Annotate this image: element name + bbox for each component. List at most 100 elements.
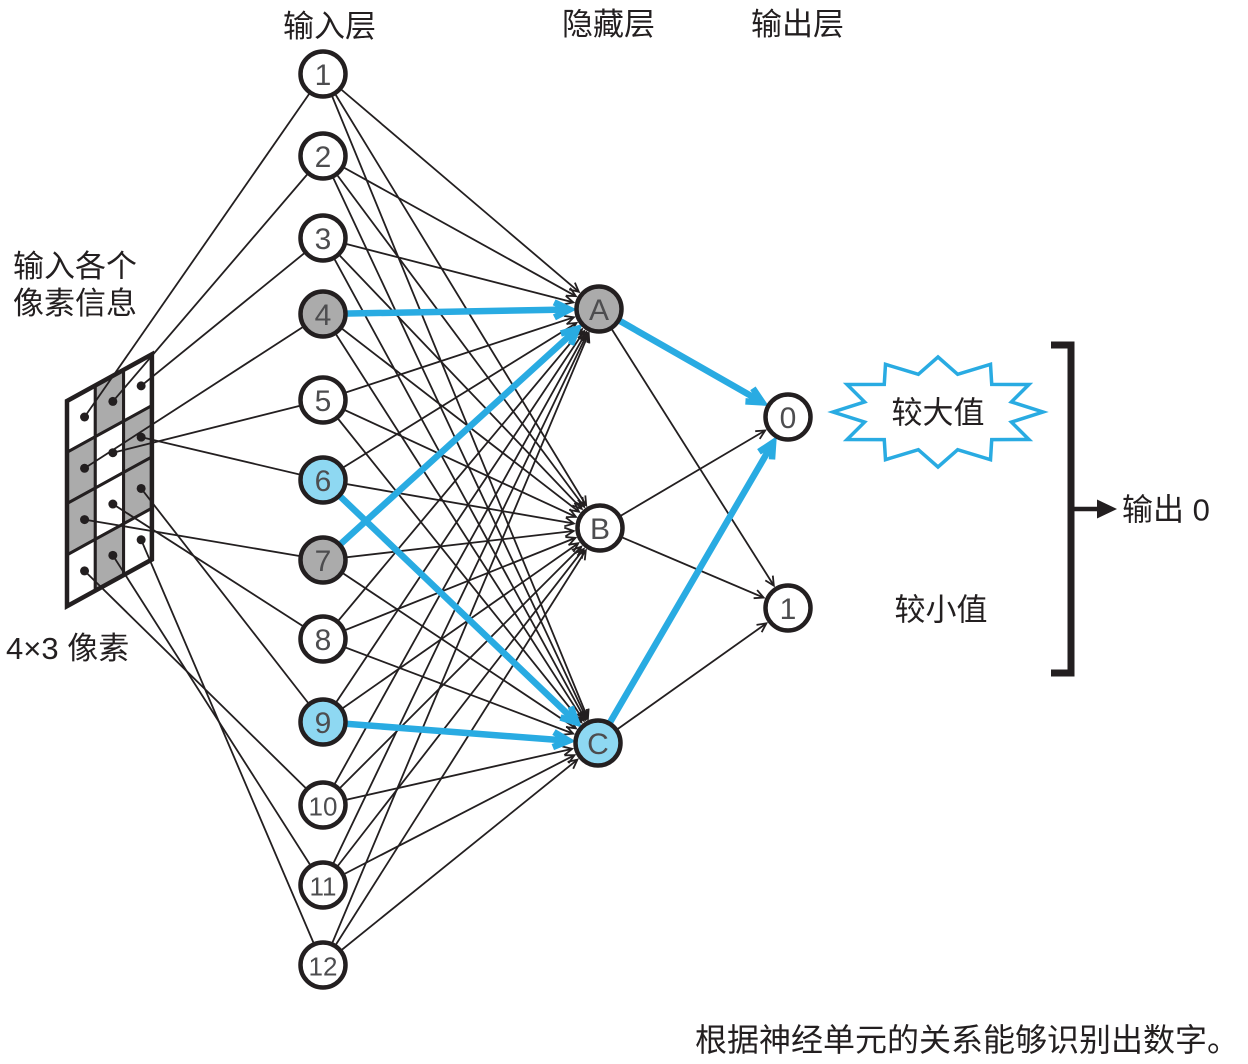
input-node-label-1: 1 <box>315 59 332 92</box>
edge-7-C <box>322 559 577 730</box>
edge-2-B <box>322 155 585 508</box>
edge-4-B <box>322 313 580 513</box>
edge-2-B-arrowhead <box>574 496 586 509</box>
pixel-link-5 <box>112 399 324 454</box>
highlight-edge-6-C-arrowhead <box>559 705 582 728</box>
pixel-link-1 <box>83 73 324 418</box>
edge-8-C-arrowhead <box>563 725 576 736</box>
highlight-edge-A-0-arrowhead <box>745 386 769 406</box>
edge-A-1-arrowhead <box>764 575 775 588</box>
edge-9-B <box>322 542 579 723</box>
output-layer-label: 输出层 <box>751 7 844 42</box>
edge-12-B-arrowhead <box>576 548 587 561</box>
edge-11-A-arrowhead <box>579 331 589 343</box>
edge-1-A <box>322 73 580 293</box>
input-node-4 <box>298 289 348 339</box>
edge-12-C-arrowhead <box>567 758 579 770</box>
edge-B-1 <box>599 527 764 599</box>
edge-11-C <box>322 754 575 886</box>
input-node-1 <box>298 49 348 99</box>
highlight-edge-7-A-arrowhead <box>559 323 583 346</box>
smaller-value-label: 较小值 <box>894 592 988 628</box>
edge-12-B <box>322 549 587 966</box>
bottom-caption: 根据神经单元的关系能够识别出数字。 <box>694 1022 1239 1058</box>
output-node-0 <box>763 392 813 442</box>
input-node-3 <box>298 213 348 263</box>
pixel-dot-12 <box>136 535 146 545</box>
edge-5-C <box>322 399 583 723</box>
pixel-dot-1 <box>80 412 90 422</box>
input-node-9 <box>298 697 348 747</box>
edge-12-C <box>322 758 578 966</box>
edge-2-A <box>322 155 577 297</box>
edge-5-A <box>322 316 575 401</box>
pixel-link-6 <box>140 436 324 481</box>
input-node-10 <box>298 780 348 830</box>
edge-4-B-arrowhead <box>569 502 581 514</box>
input-node-2 <box>298 131 348 181</box>
input-node-12 <box>298 940 348 990</box>
pixel-dot-2 <box>108 396 118 406</box>
edge-B-0 <box>599 429 766 529</box>
edge-2-C-arrowhead <box>578 708 588 721</box>
edge-B-1-arrowhead <box>753 589 766 600</box>
larger-value-label: 较大值 <box>891 395 985 431</box>
edge-5-B-arrowhead <box>565 508 578 519</box>
highlight-edge-A-0 <box>597 306 764 406</box>
input-node-11 <box>298 860 348 910</box>
pixel-dot-7 <box>80 515 90 525</box>
pixel-dot-6 <box>136 432 146 442</box>
edge-C-1 <box>597 622 767 744</box>
input-layer-label: 输入层 <box>283 9 376 44</box>
pixel-link-9 <box>140 487 324 723</box>
output-bracket <box>1051 341 1075 677</box>
edge-7-B <box>322 530 574 561</box>
hidden-node-label-B: B <box>590 513 610 546</box>
input-node-label-2: 2 <box>315 141 332 174</box>
edge-8-C <box>322 638 574 735</box>
hidden-node-A <box>574 284 624 334</box>
edge-11-B <box>322 548 585 886</box>
edge-10-B-arrowhead <box>571 545 583 557</box>
pixel-dot-8 <box>108 499 118 509</box>
edge-4-C <box>322 313 585 722</box>
edge-1-B <box>322 73 587 506</box>
hidden-node-C <box>573 718 623 768</box>
edge-C-1-arrowhead <box>756 622 769 633</box>
pixel-link-2 <box>112 155 324 403</box>
pixel-input-annotation-line1: 输入各个 <box>13 249 137 284</box>
pixel-grid-border <box>64 350 155 611</box>
pixel-dot-5 <box>108 448 118 458</box>
edge-8-A <box>322 328 583 640</box>
edge-3-A <box>322 237 574 304</box>
grid-size-label: 4×3 像素 <box>6 631 130 666</box>
edge-12-A <box>322 333 590 966</box>
input-node-label-11: 11 <box>310 872 337 902</box>
highlight-edge-9-C <box>322 718 569 744</box>
edge-10-B <box>322 546 582 806</box>
burst-shape <box>827 354 1049 470</box>
input-node-label-8: 8 <box>315 624 332 657</box>
edge-B-0-arrowhead <box>755 429 767 440</box>
edge-1-C <box>322 73 589 719</box>
edge-A-1 <box>598 308 775 587</box>
pixel-dot-11 <box>108 550 118 560</box>
pixel-dot-10 <box>80 566 90 576</box>
input-node-label-3: 3 <box>315 223 332 256</box>
pixel-link-4 <box>84 313 324 470</box>
edge-3-A-arrowhead <box>563 295 576 306</box>
input-node-label-10: 10 <box>309 792 338 822</box>
bracket-arrowhead-icon <box>1097 499 1117 519</box>
input-node-label-5: 5 <box>315 385 332 418</box>
edge-6-B-arrowhead <box>564 516 576 528</box>
input-node-8 <box>298 614 348 664</box>
edge-6-B <box>322 479 575 525</box>
input-node-label-4: 4 <box>315 299 332 332</box>
edge-5-B <box>322 399 577 518</box>
highlight-edge-4-A-arrowhead <box>552 299 577 321</box>
output-result-label: 输出 0 <box>1122 492 1210 528</box>
input-node-5 <box>298 375 348 425</box>
edge-3-C <box>322 237 587 721</box>
